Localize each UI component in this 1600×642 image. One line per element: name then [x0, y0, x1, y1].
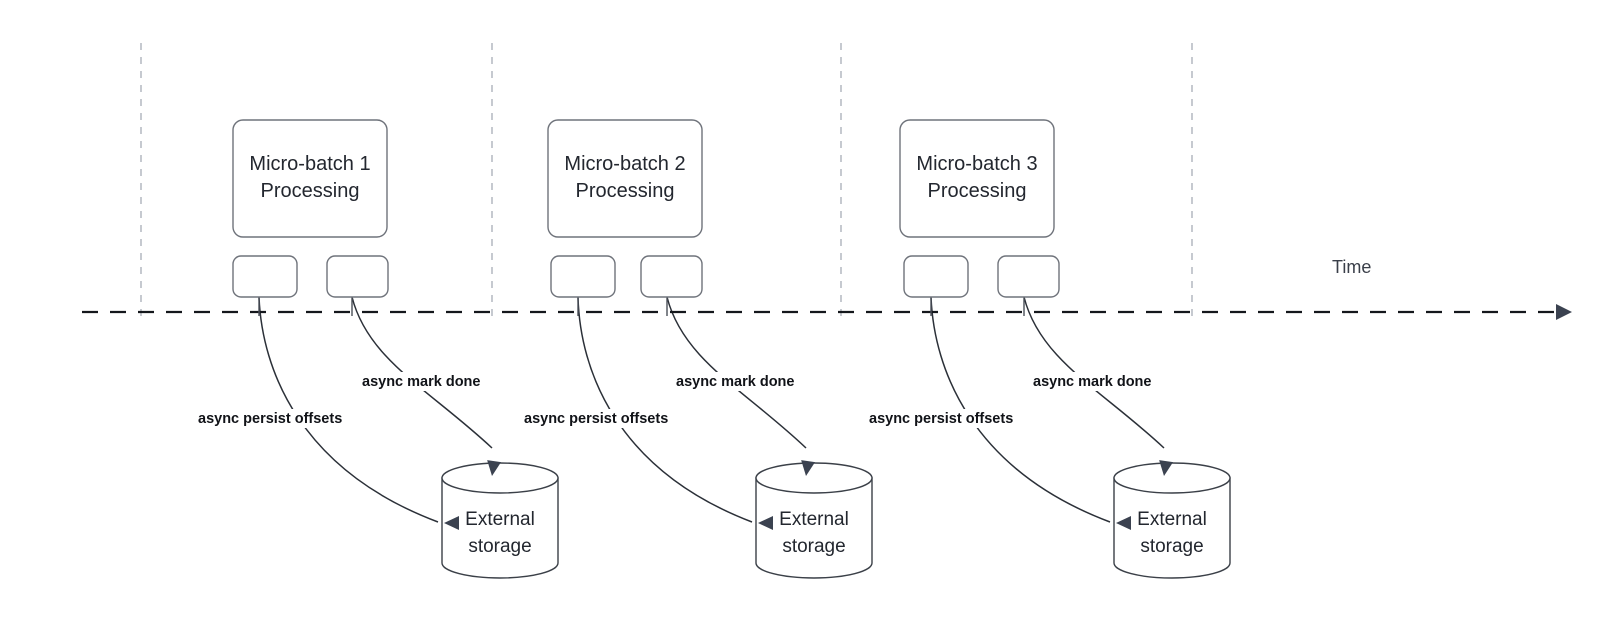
- micro-batch-3-task-a[interactable]: [903, 255, 969, 298]
- group-1-persist-arrow-head: [444, 516, 459, 530]
- group-1-persist-arrow-head-shape: [444, 516, 459, 530]
- group-3-persist-offsets-label: async persist offsets: [869, 411, 1013, 427]
- group-3-persist-arrow-head-shape: [1116, 516, 1131, 530]
- micro-batch-2-box[interactable]: Micro-batch 2 Processing: [547, 119, 703, 238]
- external-storage-3-line2: storage: [1140, 536, 1203, 557]
- group-3-persist-offsets-label-bg: [865, 409, 1033, 428]
- micro-batch-1-box-line1: Micro-batch 1: [249, 153, 370, 175]
- micro-batch-2-box-rect[interactable]: [547, 119, 703, 238]
- external-storage-3-line1: External: [1137, 509, 1207, 530]
- group-2-mark-done-label: async mark done: [676, 374, 794, 390]
- group-3-mark-done-arrow-head-shape: [1159, 460, 1174, 476]
- external-storage-3-top: [1113, 462, 1231, 494]
- group-3-mark-done-label: async mark done: [1033, 374, 1151, 390]
- external-storage-1[interactable]: External storage: [441, 462, 559, 579]
- external-storage-2-line1: External: [779, 509, 849, 530]
- micro-batch-3-box[interactable]: Micro-batch 3 Processing: [899, 119, 1055, 238]
- external-storage-3-body[interactable]: [1113, 477, 1231, 579]
- external-storage-2-body[interactable]: [755, 477, 873, 579]
- external-storage-2-top: [755, 462, 873, 494]
- group-1-mark-done-label-bg: [358, 372, 480, 391]
- group-3-mark-done-arrow-head: [1159, 460, 1174, 476]
- micro-batch-3-box-rect[interactable]: [899, 119, 1055, 238]
- group-1-persist-offsets-label: async persist offsets: [198, 411, 342, 427]
- group-2-persist-offsets-label-bg: [520, 409, 688, 428]
- time-axis-label: Time: [1332, 257, 1371, 277]
- micro-batch-1-box-rect[interactable]: [232, 119, 388, 238]
- micro-batch-2-box-line2: Processing: [576, 180, 675, 202]
- group-2-persist-offsets-label: async persist offsets: [524, 411, 668, 427]
- external-storage-3[interactable]: External storage: [1113, 462, 1231, 579]
- time-arrow-head: [1556, 304, 1572, 320]
- group-2-persist-arrow-head: [758, 516, 773, 530]
- external-storage-2-line2: storage: [782, 536, 845, 557]
- batch-separators-group: [140, 43, 1193, 320]
- group-1-mark-done-arrow-head: [487, 460, 502, 476]
- external-storage-1-body[interactable]: [441, 477, 559, 579]
- micro-batch-1-box[interactable]: Micro-batch 1 Processing: [232, 119, 388, 238]
- group-2-mark-done-arrow-head: [801, 460, 816, 476]
- group-1-mark-done-arrow-head-shape: [487, 460, 502, 476]
- micro-batch-1-box-line2: Processing: [261, 180, 360, 202]
- time-axis-group: [82, 304, 1572, 320]
- group-2-mark-done-label-bg: [672, 372, 794, 391]
- group-3-mark-done-label-bg: [1029, 372, 1151, 391]
- micro-batch-1-task-b[interactable]: [326, 255, 389, 298]
- micro-batch-2-task-b[interactable]: [640, 255, 703, 298]
- group-2-persist-arrow-head-shape: [758, 516, 773, 530]
- group-1-mark-done-label: async mark done: [362, 374, 480, 390]
- micro-batch-2-task-a[interactable]: [550, 255, 616, 298]
- group-3-persist-arrow-head: [1116, 516, 1131, 530]
- time-axis-label-group: Time: [1332, 257, 1371, 277]
- micro-batch-3-task-b[interactable]: [997, 255, 1060, 298]
- micro-batch-1-task-a[interactable]: [232, 255, 298, 298]
- micro-batch-3-box-line2: Processing: [928, 180, 1027, 202]
- group-1-persist-offsets-label-bg: [194, 409, 362, 428]
- external-storage-1-line2: storage: [468, 536, 531, 557]
- external-storage-1-line1: External: [465, 509, 535, 530]
- group-2-mark-done-arrow-head-shape: [801, 460, 816, 476]
- external-storage-2[interactable]: External storage: [755, 462, 873, 579]
- micro-batch-2-box-line1: Micro-batch 2: [564, 153, 685, 175]
- micro-batch-3-box-line1: Micro-batch 3: [916, 153, 1037, 175]
- external-storage-1-top: [441, 462, 559, 494]
- edge-labels-group: async persist offsets async mark done asyn…: [194, 372, 1151, 428]
